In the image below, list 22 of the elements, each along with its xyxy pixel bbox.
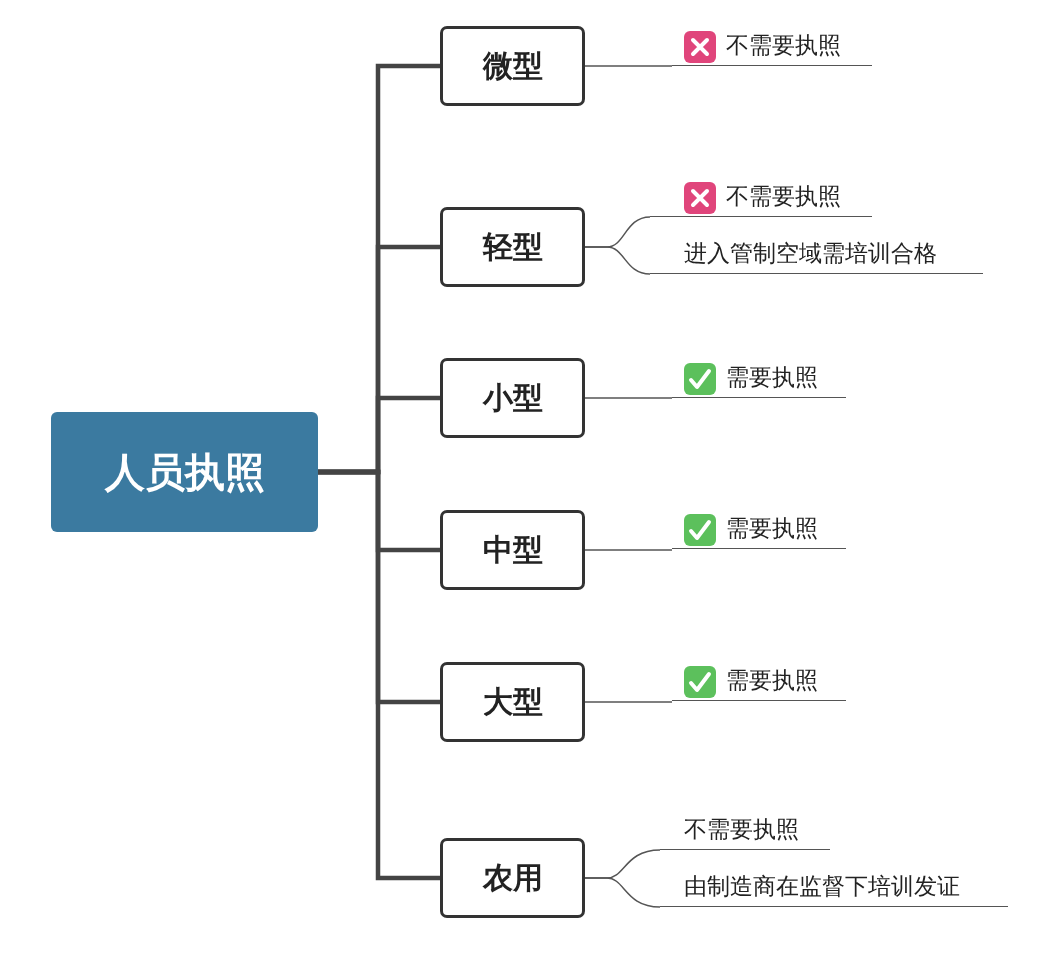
branch-label: 不需要执照 — [672, 30, 872, 66]
connector-line — [584, 549, 673, 551]
root-box: 人员执照 — [51, 412, 318, 532]
branch-label: 需要执照 — [672, 513, 846, 549]
branch-label: 需要执照 — [672, 362, 846, 398]
category-box: 轻型 — [440, 207, 585, 287]
branch-label: 不需要执照 — [660, 814, 830, 850]
connector-line — [584, 397, 673, 399]
connector-line — [584, 877, 661, 908]
connector-line — [584, 246, 651, 275]
category-box: 中型 — [440, 510, 585, 590]
branch-label: 由制造商在监督下培训发证 — [660, 871, 1008, 907]
category-box: 大型 — [440, 662, 585, 742]
branch-label: 需要执照 — [672, 665, 846, 701]
connector-line — [584, 701, 673, 703]
branch-label: 不需要执照 — [650, 181, 872, 217]
connector-line — [584, 65, 673, 67]
category-box: 微型 — [440, 26, 585, 106]
category-box: 农用 — [440, 838, 585, 918]
connector-line — [318, 469, 440, 881]
branch-label: 进入管制空域需培训合格 — [650, 238, 983, 274]
category-box: 小型 — [440, 358, 585, 438]
